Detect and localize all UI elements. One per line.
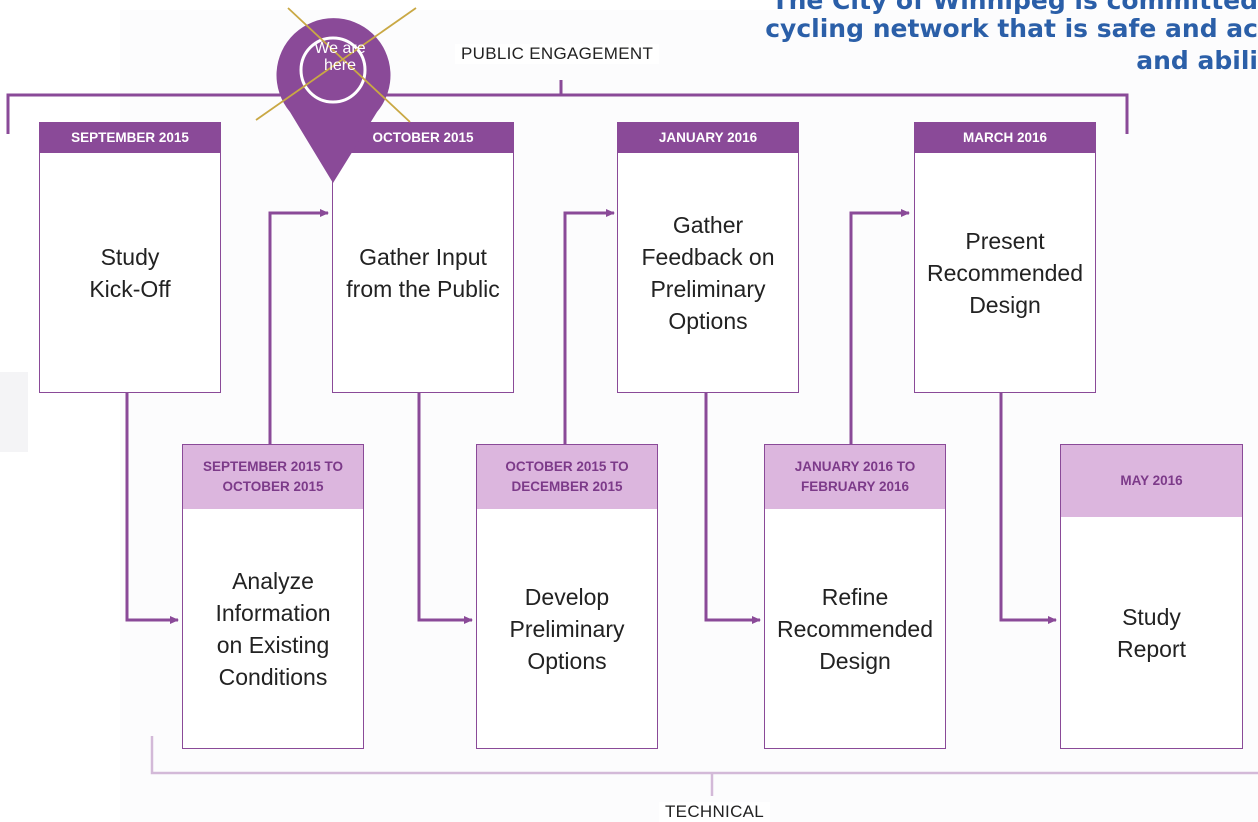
connector-analyze-to-input bbox=[268, 209, 329, 445]
step-title: Analyze Information on Existing Conditio… bbox=[187, 509, 359, 748]
step-study-kickoff: SEPTEMBER 2015 Study Kick-Off bbox=[39, 122, 221, 393]
marker-label-line: here bbox=[323, 57, 357, 74]
step-title: Refine Recommended Design bbox=[769, 509, 941, 748]
step-title: Gather Feedback on Preliminary Options bbox=[622, 153, 794, 392]
step-date-line: SEPTEMBER 2015 TO bbox=[202, 459, 344, 474]
step-date-line: MAY 2016 bbox=[1120, 473, 1183, 488]
step-present-design: MARCH 2016 Present Recommended Design bbox=[914, 122, 1096, 393]
connector-refine-to-present bbox=[849, 209, 910, 445]
step-study-report: MAY 2016 Study Report bbox=[1060, 444, 1243, 749]
step-title-line: Conditions bbox=[218, 663, 328, 690]
step-date-line: DECEMBER 2015 bbox=[511, 479, 623, 494]
step-refine-design: JANUARY 2016 TO FEBRUARY 2016 Refine Rec… bbox=[764, 444, 946, 749]
step-title-line: from the Public bbox=[346, 275, 500, 302]
step-date: JANUARY 2016 TO FEBRUARY 2016 bbox=[765, 445, 945, 509]
step-date: SEPTEMBER 2015 bbox=[40, 123, 220, 153]
step-title-line: Recommended bbox=[927, 259, 1083, 286]
step-title-line: Options bbox=[668, 307, 748, 334]
step-title-line: Preliminary bbox=[650, 275, 766, 302]
step-analyze-information: SEPTEMBER 2015 TO OCTOBER 2015 Analyze I… bbox=[182, 444, 364, 749]
step-gather-input: OCTOBER 2015 Gather Input from the Publi… bbox=[332, 122, 514, 393]
headline-line-3: and abili bbox=[1136, 46, 1258, 75]
step-date: MAY 2016 bbox=[1061, 445, 1242, 517]
connector-develop-to-feedback bbox=[563, 209, 615, 445]
connector-input-to-develop bbox=[417, 392, 473, 624]
step-date: MARCH 2016 bbox=[915, 123, 1095, 153]
step-title: Study Kick-Off bbox=[44, 153, 216, 392]
marker-label: We are here bbox=[297, 40, 383, 74]
headline-line-2: cycling network that is safe and ac bbox=[765, 14, 1258, 43]
connector-kickoff-to-analyze bbox=[125, 392, 179, 624]
step-date: SEPTEMBER 2015 TO OCTOBER 2015 bbox=[183, 445, 363, 509]
step-title-line: Information bbox=[215, 599, 331, 626]
step-title-line: Options bbox=[527, 647, 607, 674]
step-date: JANUARY 2016 bbox=[618, 123, 798, 153]
step-date-line: FEBRUARY 2016 bbox=[800, 479, 910, 494]
step-title-line: Analyze bbox=[232, 567, 314, 594]
step-title-line: Preliminary bbox=[509, 615, 625, 642]
public-engagement-label: PUBLIC ENGAGEMENT bbox=[455, 44, 660, 64]
marker-label-line: We are bbox=[314, 40, 366, 57]
technical-bracket bbox=[150, 736, 1258, 775]
step-gather-feedback: JANUARY 2016 Gather Feedback on Prelimin… bbox=[617, 122, 799, 393]
step-title-line: Kick-Off bbox=[89, 275, 171, 302]
step-title-line: Design bbox=[819, 647, 891, 674]
step-title-line: Study bbox=[100, 243, 160, 270]
step-title: Gather Input from the Public bbox=[337, 153, 509, 392]
step-title-line: Gather Input bbox=[359, 243, 487, 270]
public-engagement-bracket bbox=[6, 93, 1129, 134]
step-title-line: on Existing bbox=[216, 631, 330, 658]
step-date: OCTOBER 2015 TO DECEMBER 2015 bbox=[477, 445, 657, 509]
step-develop-options: OCTOBER 2015 TO DECEMBER 2015 Develop Pr… bbox=[476, 444, 658, 749]
pin-ring bbox=[299, 36, 367, 104]
step-title: Study Report bbox=[1065, 517, 1238, 748]
step-title-line: Gather bbox=[672, 211, 744, 238]
step-title-line: Develop bbox=[524, 583, 610, 610]
cross-out-icon bbox=[255, 7, 417, 123]
connector-present-to-report bbox=[999, 392, 1057, 624]
step-title-line: Recommended bbox=[777, 615, 933, 642]
step-title-line: Study bbox=[1122, 603, 1181, 630]
step-date-line: OCTOBER 2015 bbox=[222, 479, 324, 494]
step-title: Present Recommended Design bbox=[919, 153, 1091, 392]
step-title-line: Design bbox=[969, 291, 1041, 318]
step-date-line: OCTOBER 2015 TO bbox=[505, 459, 629, 474]
step-date-line: JANUARY 2016 TO bbox=[794, 459, 916, 474]
step-title-line: Present bbox=[965, 227, 1045, 254]
technical-label: TECHNICAL bbox=[659, 802, 771, 822]
step-title: Develop Preliminary Options bbox=[481, 509, 653, 748]
headline-line-1: The City of Winnipeg is committed bbox=[771, 0, 1258, 15]
step-title-line: Refine bbox=[821, 583, 889, 610]
step-title-line: Report bbox=[1116, 635, 1187, 662]
connector-feedback-to-refine bbox=[704, 392, 761, 624]
step-title-line: Feedback on bbox=[641, 243, 775, 270]
